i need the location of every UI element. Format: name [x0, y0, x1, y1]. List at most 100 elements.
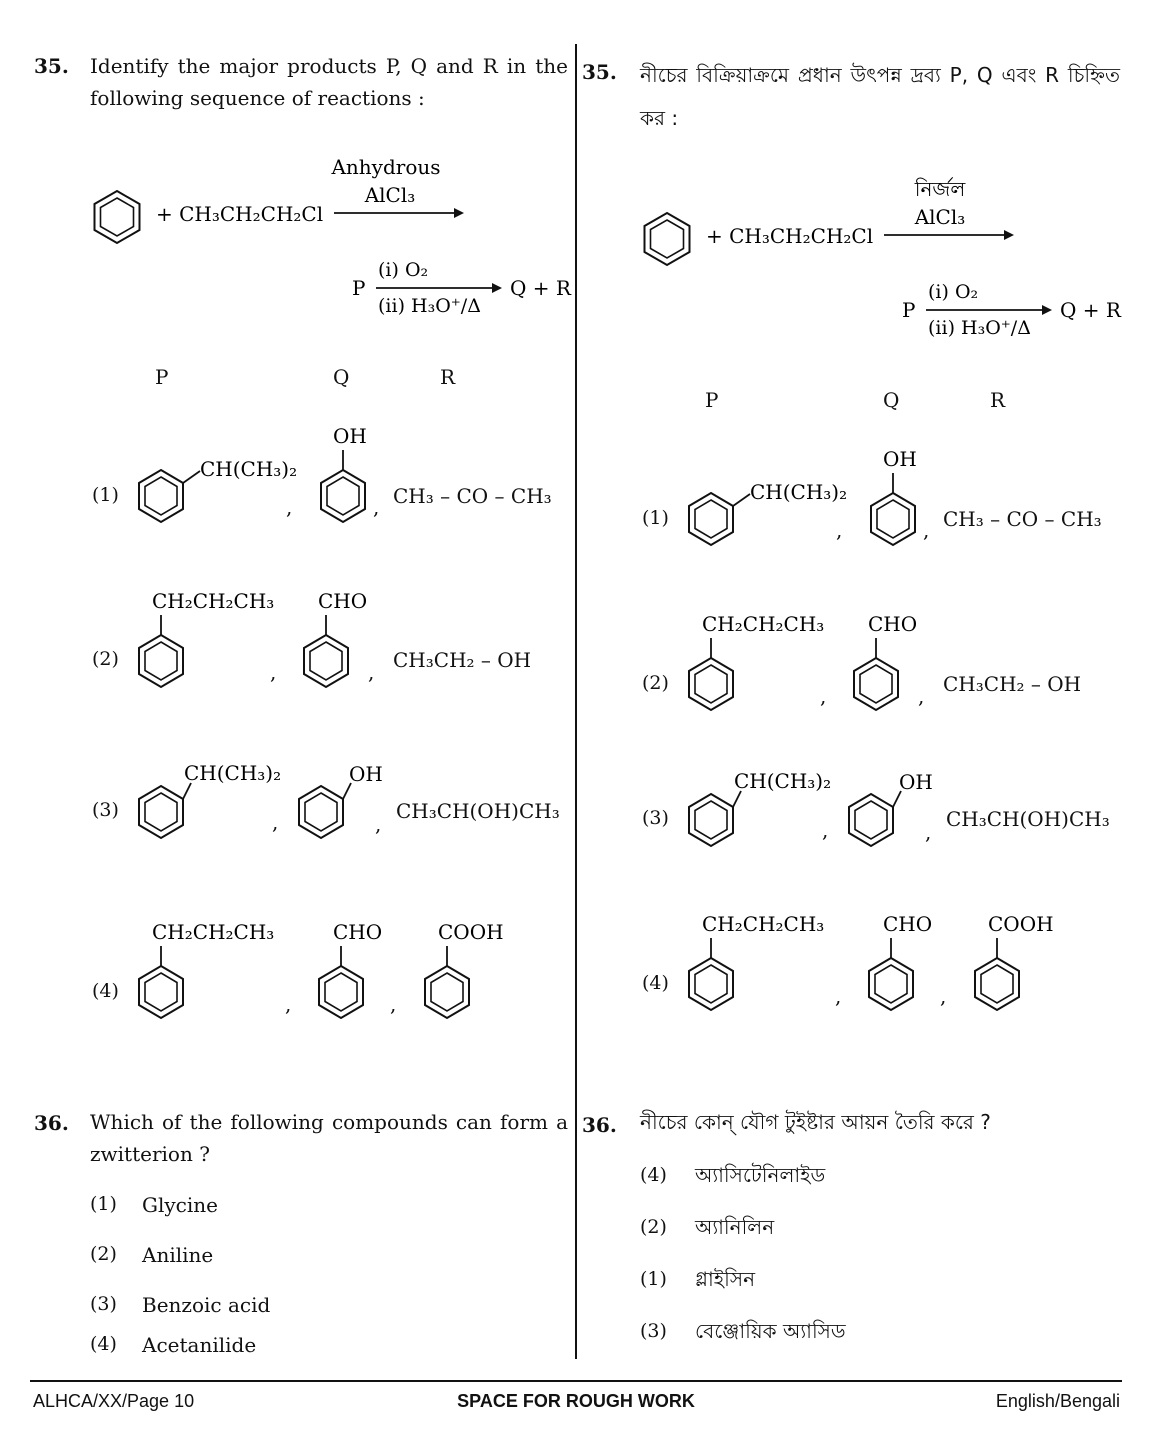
- catalyst-top-label: নির্জল: [914, 177, 967, 201]
- q35-number: 35.: [34, 54, 69, 78]
- step2-products-label: Q + R: [510, 276, 572, 300]
- option-1-q-structure-bn: OH: [870, 448, 917, 547]
- q36-option-1-number[interactable]: (1): [90, 1193, 117, 1215]
- option-4-r-substituent: COOH: [438, 920, 504, 944]
- q36-option-bn-c-number[interactable]: (1): [640, 1268, 667, 1290]
- option-2-q-substituent: CHO: [318, 589, 367, 613]
- option-2-r-label-bn: CH₃CH₂ – OH: [943, 672, 1082, 696]
- option-3-r-label: CH₃CH(OH)CH₃: [396, 799, 560, 823]
- separator-comma: ,: [373, 495, 380, 519]
- q35-option-2-number-bn[interactable]: (2): [642, 672, 669, 694]
- q36-option-3-label[interactable]: Benzoic acid: [142, 1293, 271, 1317]
- q36-number-bn: 36.: [582, 1113, 617, 1137]
- separator-comma: ,: [822, 818, 829, 842]
- option-1-p-structure: CH(CH₃)₂: [138, 457, 297, 524]
- step2-products-label: Q + R: [1060, 298, 1122, 322]
- option-1-p-structure-bn: CH(CH₃)₂: [688, 480, 847, 547]
- option-3-q-structure: OH: [298, 762, 383, 840]
- separator-comma: ,: [918, 684, 925, 708]
- option-1-q-structure: OH: [320, 425, 367, 524]
- catalyst-bottom-label: AlCl₃: [364, 183, 416, 207]
- q35-question-text: Identify the major products P, Q and R i…: [90, 54, 568, 110]
- separator-comma: ,: [272, 810, 279, 834]
- q36-option-4-label[interactable]: Acetanilide: [142, 1333, 257, 1357]
- q35-option-4-number-bn[interactable]: (4): [642, 972, 669, 994]
- header-r: R: [440, 365, 456, 389]
- q36-option-3-number[interactable]: (3): [90, 1293, 117, 1315]
- header-p: P: [155, 365, 169, 389]
- q36-option-2-label[interactable]: Aniline: [142, 1243, 214, 1267]
- option-1-q-substituent: OH: [333, 425, 367, 448]
- option-3-q-substituent: OH: [899, 770, 933, 794]
- option-3-r-label-bn: CH₃CH(OH)CH₃: [946, 807, 1110, 831]
- separator-comma: ,: [375, 812, 382, 836]
- option-2-p-structure-bn: CH₂CH₂CH₃: [688, 612, 824, 712]
- q36-question-text: Which of the following compounds can for…: [90, 1110, 568, 1166]
- q36-option-bn-a-number[interactable]: (4): [640, 1164, 667, 1186]
- option-2-p-substituent: CH₂CH₂CH₃: [152, 589, 274, 613]
- footer-page-code: ALHCA/XX/Page 10: [33, 1391, 195, 1411]
- footer-language: English/Bengali: [995, 1391, 1120, 1411]
- header-r-bn: R: [990, 388, 1006, 412]
- q36-option-bn-d-number[interactable]: (3): [640, 1320, 667, 1342]
- separator-comma: ,: [940, 984, 947, 1008]
- option-4-q-structure: CHO: [318, 920, 382, 1020]
- option-4-p-substituent: CH₂CH₂CH₃: [152, 920, 274, 944]
- q36-option-4-number[interactable]: (4): [90, 1333, 117, 1355]
- q35-option-1-number[interactable]: (1): [92, 484, 119, 506]
- option-4-p-structure: CH₂CH₂CH₃: [138, 920, 274, 1020]
- option-1-q-substituent: OH: [883, 448, 917, 471]
- option-3-q-substituent: OH: [349, 762, 383, 786]
- footer-rough-work: SPACE FOR ROUGH WORK: [457, 1391, 695, 1411]
- option-3-p-structure: CH(CH₃)₂: [138, 761, 281, 840]
- option-1-r-label-bn: CH₃ – CO – CH₃: [943, 507, 1102, 531]
- header-q: Q: [333, 365, 350, 389]
- q35-option-3-number[interactable]: (3): [92, 799, 119, 821]
- option-2-p-structure: CH₂CH₂CH₃: [138, 589, 274, 689]
- option-3-q-structure-bn: OH: [848, 770, 933, 848]
- separator-comma: ,: [390, 992, 397, 1016]
- option-4-r-substituent: COOH: [988, 912, 1054, 936]
- header-p-bn: P: [705, 388, 719, 412]
- option-3-p-substituent: CH(CH₃)₂: [184, 761, 281, 785]
- separator-comma: ,: [836, 518, 843, 542]
- option-1-p-substituent: CH(CH₃)₂: [200, 457, 297, 481]
- option-3-p-structure-bn: CH(CH₃)₂: [688, 769, 831, 848]
- q36-option-bn-b-label[interactable]: অ্যানিলিন: [695, 1215, 775, 1239]
- step2-p-label: P: [902, 298, 915, 322]
- q36-option-bn-b-number[interactable]: (2): [640, 1216, 667, 1238]
- separator-comma: ,: [820, 684, 827, 708]
- q35-reaction-scheme-bn: + CH₃CH₂CH₂Cl নির্জল AlCl₃ P (i) O₂ (ii)…: [643, 177, 1122, 339]
- step2-bottom-label: (ii) H₃O⁺/Δ: [928, 317, 1031, 339]
- q35-option-3-number-bn[interactable]: (3): [642, 807, 669, 829]
- separator-comma: ,: [925, 820, 932, 844]
- benzene-ring: [93, 189, 141, 245]
- q35-option-2-number[interactable]: (2): [92, 648, 119, 670]
- step2-bottom-label: (ii) H₃O⁺/Δ: [378, 295, 481, 317]
- option-2-p-substituent: CH₂CH₂CH₃: [702, 612, 824, 636]
- q35-option-1-number-bn[interactable]: (1): [642, 507, 669, 529]
- option-2-q-structure: CHO: [303, 589, 367, 689]
- option-4-q-substituent: CHO: [883, 912, 932, 936]
- option-1-p-substituent: CH(CH₃)₂: [750, 480, 847, 504]
- q36-option-bn-c-label[interactable]: গ্লাইসিন: [695, 1267, 756, 1291]
- footer-rule: [30, 1380, 1122, 1382]
- separator-comma: ,: [270, 660, 277, 684]
- option-2-q-substituent: CHO: [868, 612, 917, 636]
- q35-number-bn: 35.: [582, 60, 617, 84]
- reagent-label: + CH₃CH₂CH₂Cl: [156, 202, 323, 226]
- separator-comma: ,: [285, 992, 292, 1016]
- separator-comma: ,: [286, 495, 293, 519]
- option-4-r-structure-bn: COOH: [974, 912, 1054, 1012]
- q36-option-1-label[interactable]: Glycine: [142, 1193, 218, 1217]
- option-3-p-substituent: CH(CH₃)₂: [734, 769, 831, 793]
- option-2-q-structure-bn: CHO: [853, 612, 917, 712]
- q36-option-2-number[interactable]: (2): [90, 1243, 117, 1265]
- q36-option-bn-d-label[interactable]: বেঞ্জোয়িক অ্যাসিড: [695, 1319, 846, 1343]
- q36-option-bn-a-label[interactable]: অ্যাসিটেনিলাইড: [695, 1163, 826, 1187]
- q36-number: 36.: [34, 1111, 69, 1135]
- q36-question-text-bn: নীচের কোন্ যৌগ টুইষ্টার আয়ন তৈরি করে ?: [640, 1110, 991, 1134]
- q35-option-4-number[interactable]: (4): [92, 980, 119, 1002]
- separator-comma: ,: [835, 984, 842, 1008]
- step2-top-label: (i) O₂: [928, 281, 978, 303]
